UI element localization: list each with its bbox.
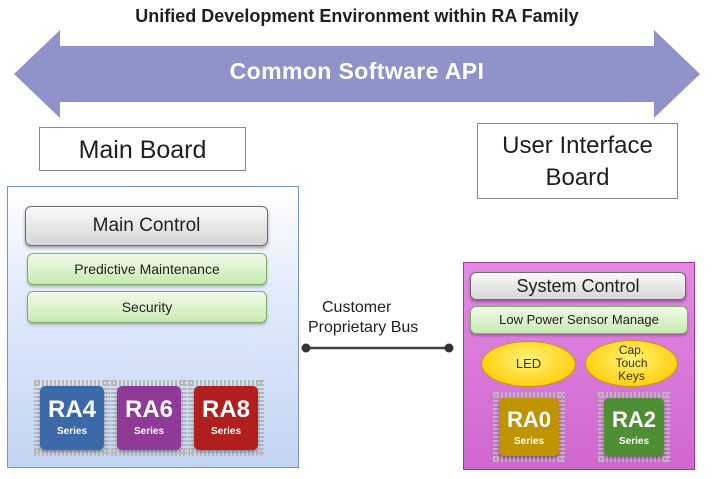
security-block: Security	[27, 291, 267, 323]
system-control-block: System Control	[470, 272, 686, 300]
customer-bus-label: Customer Proprietary Bus	[300, 298, 450, 338]
bus-label-line1: Customer	[322, 299, 392, 316]
chip-series: Series	[210, 426, 242, 437]
ra4-chip-body: RA4 Series	[40, 386, 104, 450]
main-control-block: Main Control	[25, 206, 268, 246]
proprietary-bus-connector	[301, 343, 454, 353]
cap-line1: Cap.	[618, 343, 645, 357]
chip-series: Series	[133, 426, 165, 437]
ra8-chip: RA8 Series	[188, 380, 264, 456]
ra4-chip: RA4 Series	[34, 380, 110, 456]
chip-name: RA4	[47, 396, 96, 423]
main-board-title: Main Board	[39, 127, 246, 171]
cap-line3: Keys	[618, 369, 645, 383]
chip-series: Series	[618, 436, 650, 447]
led-ellipse: LED	[481, 341, 576, 387]
common-software-api-label: Common Software API	[229, 58, 485, 84]
ra6-chip: RA6 Series	[111, 380, 187, 456]
chip-name: RA2	[611, 407, 656, 432]
double-arrow-shape	[14, 30, 700, 118]
cap-line2: Touch	[615, 356, 648, 370]
chip-name: RA8	[201, 396, 250, 423]
chip-name: RA0	[506, 407, 551, 432]
ra8-chip-body: RA8 Series	[194, 386, 258, 450]
chip-series: Series	[56, 426, 88, 437]
diagram-title: Unified Development Environment within R…	[135, 6, 579, 26]
chip-name: RA6	[124, 396, 173, 423]
bus-label-line2: Proprietary Bus	[308, 319, 419, 336]
ra2-chip-body: RA2 Series	[604, 398, 664, 456]
ra0-chip: RA0 Series	[493, 392, 565, 462]
cap-touch-keys-ellipse: Cap. Touch Keys	[585, 340, 678, 387]
ra2-chip: RA2 Series	[598, 392, 670, 462]
ra6-chip-body: RA6 Series	[117, 386, 181, 450]
ra0-chip-body: RA0 Series	[499, 398, 559, 456]
ui-title-line2: Board	[545, 164, 610, 191]
low-power-sensor-block: Low Power Sensor Manage	[470, 306, 688, 334]
ui-title-line1: User Interface	[502, 132, 653, 159]
chip-series: Series	[513, 436, 545, 447]
user-interface-board-title: User Interface Board	[477, 123, 678, 199]
predictive-maintenance-block: Predictive Maintenance	[27, 253, 267, 285]
